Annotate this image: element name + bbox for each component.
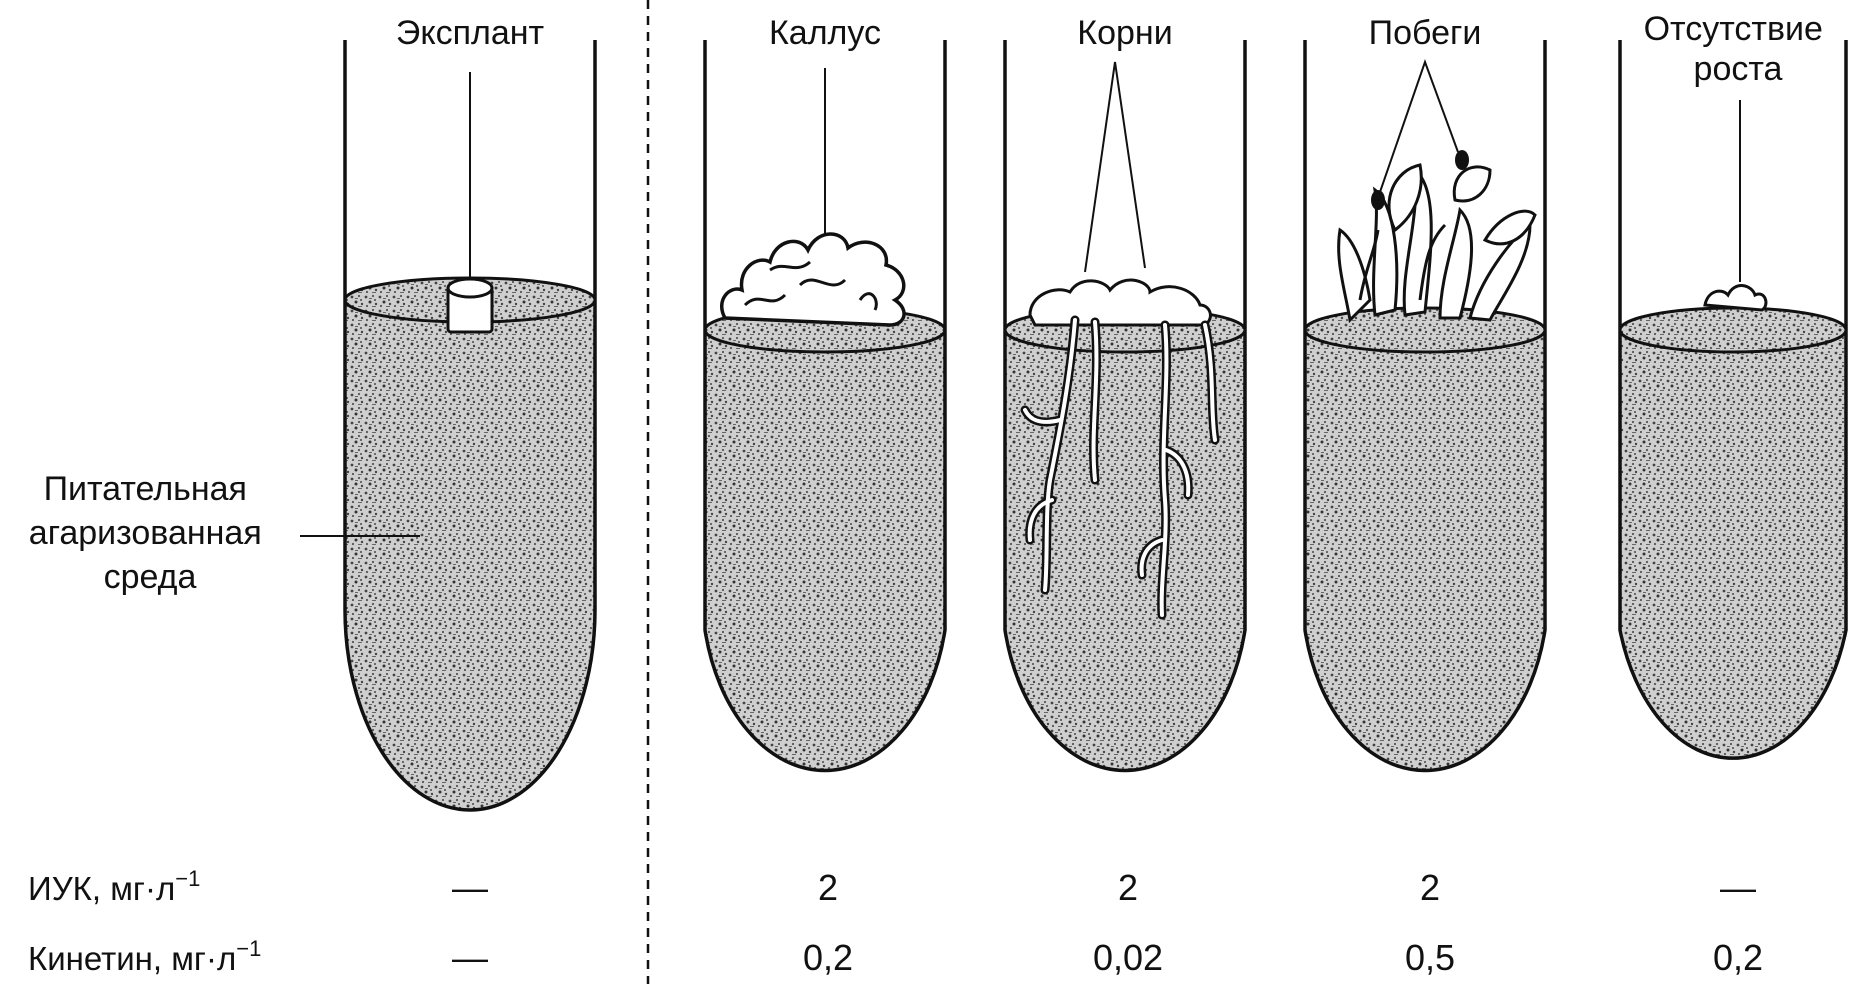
explant-no-growth — [1705, 286, 1766, 310]
iaa-value-explant: — — [452, 867, 488, 908]
tube-label-callus: Каллус — [769, 14, 881, 52]
iaa-value-callus: 2 — [818, 867, 838, 908]
row-kinetin-values: — 0,2 0,02 0,5 0,2 — [452, 937, 1763, 978]
kinetin-value-no-growth: 0,2 — [1713, 937, 1763, 978]
kinetin-value-callus: 0,2 — [803, 937, 853, 978]
row-label-kinetin: Кинетин, мг·л−1 — [28, 936, 261, 977]
tube-no-growth: Отсутствие роста — [1620, 10, 1846, 758]
iaa-value-no-growth: — — [1720, 867, 1756, 908]
tube-callus: Каллус — [705, 14, 945, 770]
tube-label-no-growth: Отсутствие роста — [1644, 10, 1833, 88]
tube-shoots: Побеги — [1305, 14, 1545, 770]
kinetin-value-shoots: 0,5 — [1405, 937, 1455, 978]
shoot-bud — [1455, 150, 1469, 170]
iaa-value-roots: 2 — [1118, 867, 1138, 908]
tube-explant: Эксплант — [345, 14, 595, 810]
explant-piece — [448, 279, 492, 332]
shoots — [1339, 165, 1535, 320]
medium-label: Питательная агаризованная среда — [29, 470, 271, 596]
tube-label-explant: Эксплант — [396, 14, 544, 52]
iaa-value-shoots: 2 — [1420, 867, 1440, 908]
kinetin-value-explant: — — [452, 937, 488, 978]
row-label-iaa: ИУК, мг·л−1 — [28, 866, 200, 907]
root-tissue — [1030, 280, 1210, 325]
shoot-bud — [1371, 190, 1385, 210]
tube-label-shoots: Побеги — [1369, 14, 1482, 52]
tube-roots: Корни — [1005, 14, 1245, 770]
tube-label-roots: Корни — [1077, 14, 1172, 52]
kinetin-value-roots: 0,02 — [1093, 937, 1163, 978]
